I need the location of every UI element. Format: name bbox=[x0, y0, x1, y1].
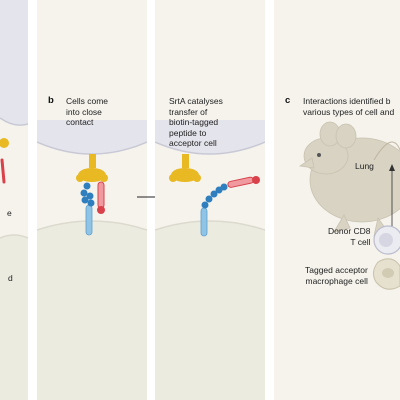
panel-c-caption: Interactions identified b various types … bbox=[303, 96, 395, 117]
tagged-peptide bbox=[0, 158, 6, 184]
acceptor-cell-membrane bbox=[155, 221, 265, 400]
donor-cell-edge bbox=[37, 141, 147, 155]
acceptor-cell-label: Tagged acceptor macrophage cell bbox=[305, 265, 368, 286]
panel-a-art bbox=[0, 0, 28, 400]
mouse-eye bbox=[317, 153, 321, 157]
donor-cell-edge bbox=[0, 117, 28, 126]
panel-b-caption: Cells come into close contact bbox=[66, 96, 109, 127]
acceptor-cell-membrane bbox=[0, 235, 28, 400]
panel-letter-b: b bbox=[48, 95, 54, 106]
panel-a-fragment: e d bbox=[0, 0, 28, 400]
mouse-illustration bbox=[298, 121, 400, 237]
acceptor-cell-edge bbox=[0, 234, 28, 239]
label-fragment-e: e bbox=[7, 208, 12, 218]
panel-letter-c: c bbox=[285, 95, 291, 106]
panel-b-contact: b Cells come into close contact bbox=[37, 0, 147, 400]
donor-cell-membrane bbox=[155, 120, 265, 154]
transferred-peptide bbox=[227, 176, 260, 188]
pointer-arrowhead bbox=[389, 164, 395, 171]
srta-enzyme bbox=[0, 138, 9, 148]
donor-cell-label: Donor CD8 T cell bbox=[328, 226, 371, 247]
panel-b-transfer: SrtA catalyses transfer of biotin-tagged… bbox=[155, 0, 265, 400]
acceptor-macrophage-cell bbox=[372, 258, 400, 290]
panel-b2-art bbox=[155, 120, 265, 400]
donor-cell-membrane bbox=[0, 0, 28, 126]
srta-enzyme bbox=[169, 154, 201, 182]
acceptor-receptor bbox=[80, 182, 95, 236]
label-fragment-d: d bbox=[8, 273, 13, 283]
panel-c-art bbox=[298, 121, 400, 290]
lung-outline bbox=[373, 141, 400, 161]
srta-enzyme bbox=[76, 154, 108, 182]
acceptor-cell-edge bbox=[155, 220, 265, 231]
donor-cell-edge bbox=[155, 141, 265, 155]
tagged-peptide bbox=[97, 181, 105, 214]
donor-cell-membrane bbox=[37, 120, 147, 154]
panel-b2-caption: SrtA catalyses transfer of biotin-tagged… bbox=[169, 96, 223, 148]
donor-t-cell bbox=[373, 225, 400, 255]
organ-label-lung: Lung bbox=[355, 161, 374, 171]
panel-b-art bbox=[37, 120, 147, 400]
acceptor-cell-membrane bbox=[37, 221, 147, 400]
acceptor-receptor bbox=[200, 183, 228, 237]
panel-c-in-vivo: c Interactions identified b various type… bbox=[274, 0, 400, 400]
